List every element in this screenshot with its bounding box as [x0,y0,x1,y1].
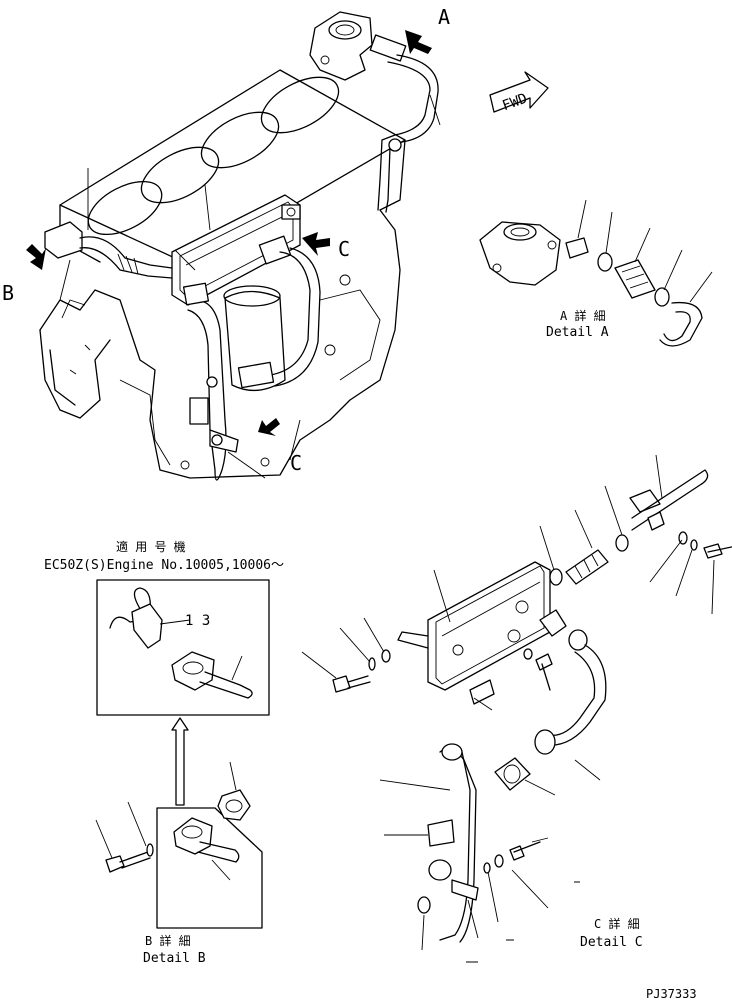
pipe-c-lower [182,282,239,481]
detail-c-en: Detail C [580,935,643,950]
detail-a-jp: A 詳 細 [560,308,606,323]
detail-c-jp: C 詳 細 [594,916,640,931]
fwd-arrow-icon: FWD [489,71,549,114]
detail-b-en: Detail B [143,951,206,966]
applicable-detail-box [96,579,270,716]
drawing-number: PJ37333 [646,987,697,1001]
oil-cooler-installed [171,194,301,306]
water-inlet-housing [309,11,439,213]
up-arrow-icon [171,717,189,806]
view-arrow-icon [26,30,432,436]
detail-a-en: Detail A [546,325,609,340]
leader-lines-main [87,94,441,479]
detail-c-hoses [301,454,732,963]
part-13-label: 1 3 [185,613,210,629]
applicable-jp: 適 用 号 機 [116,539,186,554]
engine-block [39,69,406,479]
detail-b [95,761,263,929]
detail-c-cooler [397,561,551,691]
view-b-label: B [2,281,14,305]
hose-b [44,221,173,301]
view-a-label: A [438,5,450,29]
view-c-bottom-label: C [290,451,302,475]
applicable-detail-parts [109,587,253,699]
hose-c-upper [237,204,321,389]
view-c-top-label: C [338,237,350,261]
detail-b-jp: B 詳 細 [145,933,191,948]
detail-a [479,199,713,347]
applicable-en: EC50Z(S)Engine No.10005,10006～ [44,558,284,573]
